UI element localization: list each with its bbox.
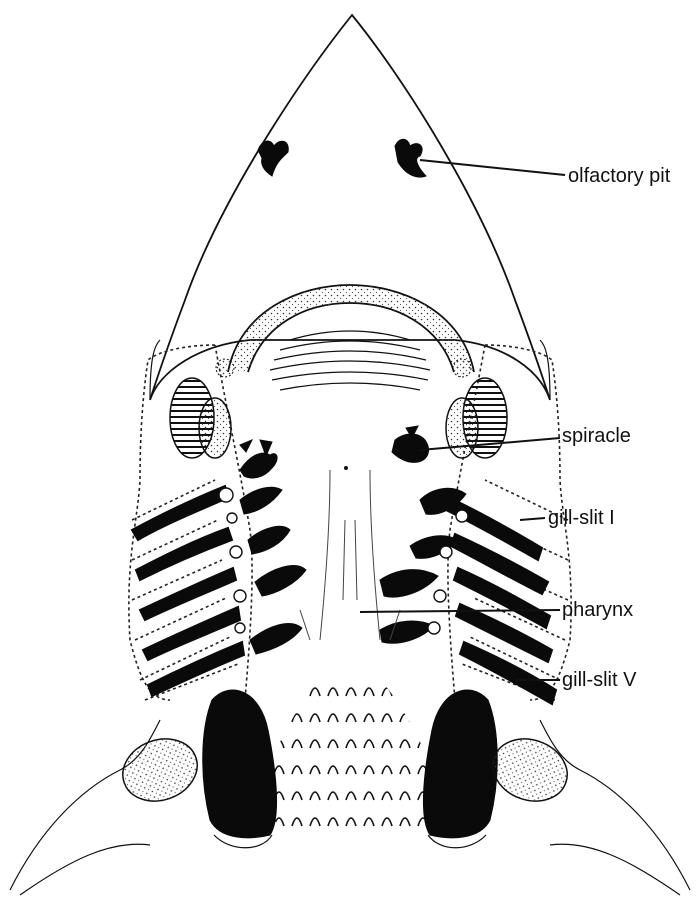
label-spiracle: spiracle — [562, 425, 631, 447]
label-gill-slit-5: gill-slit V — [562, 669, 637, 691]
gill-slits-left — [132, 480, 244, 700]
spiracle-right — [392, 426, 429, 462]
spiracle-left — [240, 440, 277, 478]
label-pharynx: pharynx — [562, 599, 633, 621]
label-olfactory-pit: olfactory pit — [568, 165, 671, 187]
pharynx-floor — [262, 466, 438, 835]
label-gill-slit-1: gill-slit I — [548, 507, 615, 529]
snout-outline — [150, 15, 550, 400]
left-eye-region — [170, 359, 234, 458]
